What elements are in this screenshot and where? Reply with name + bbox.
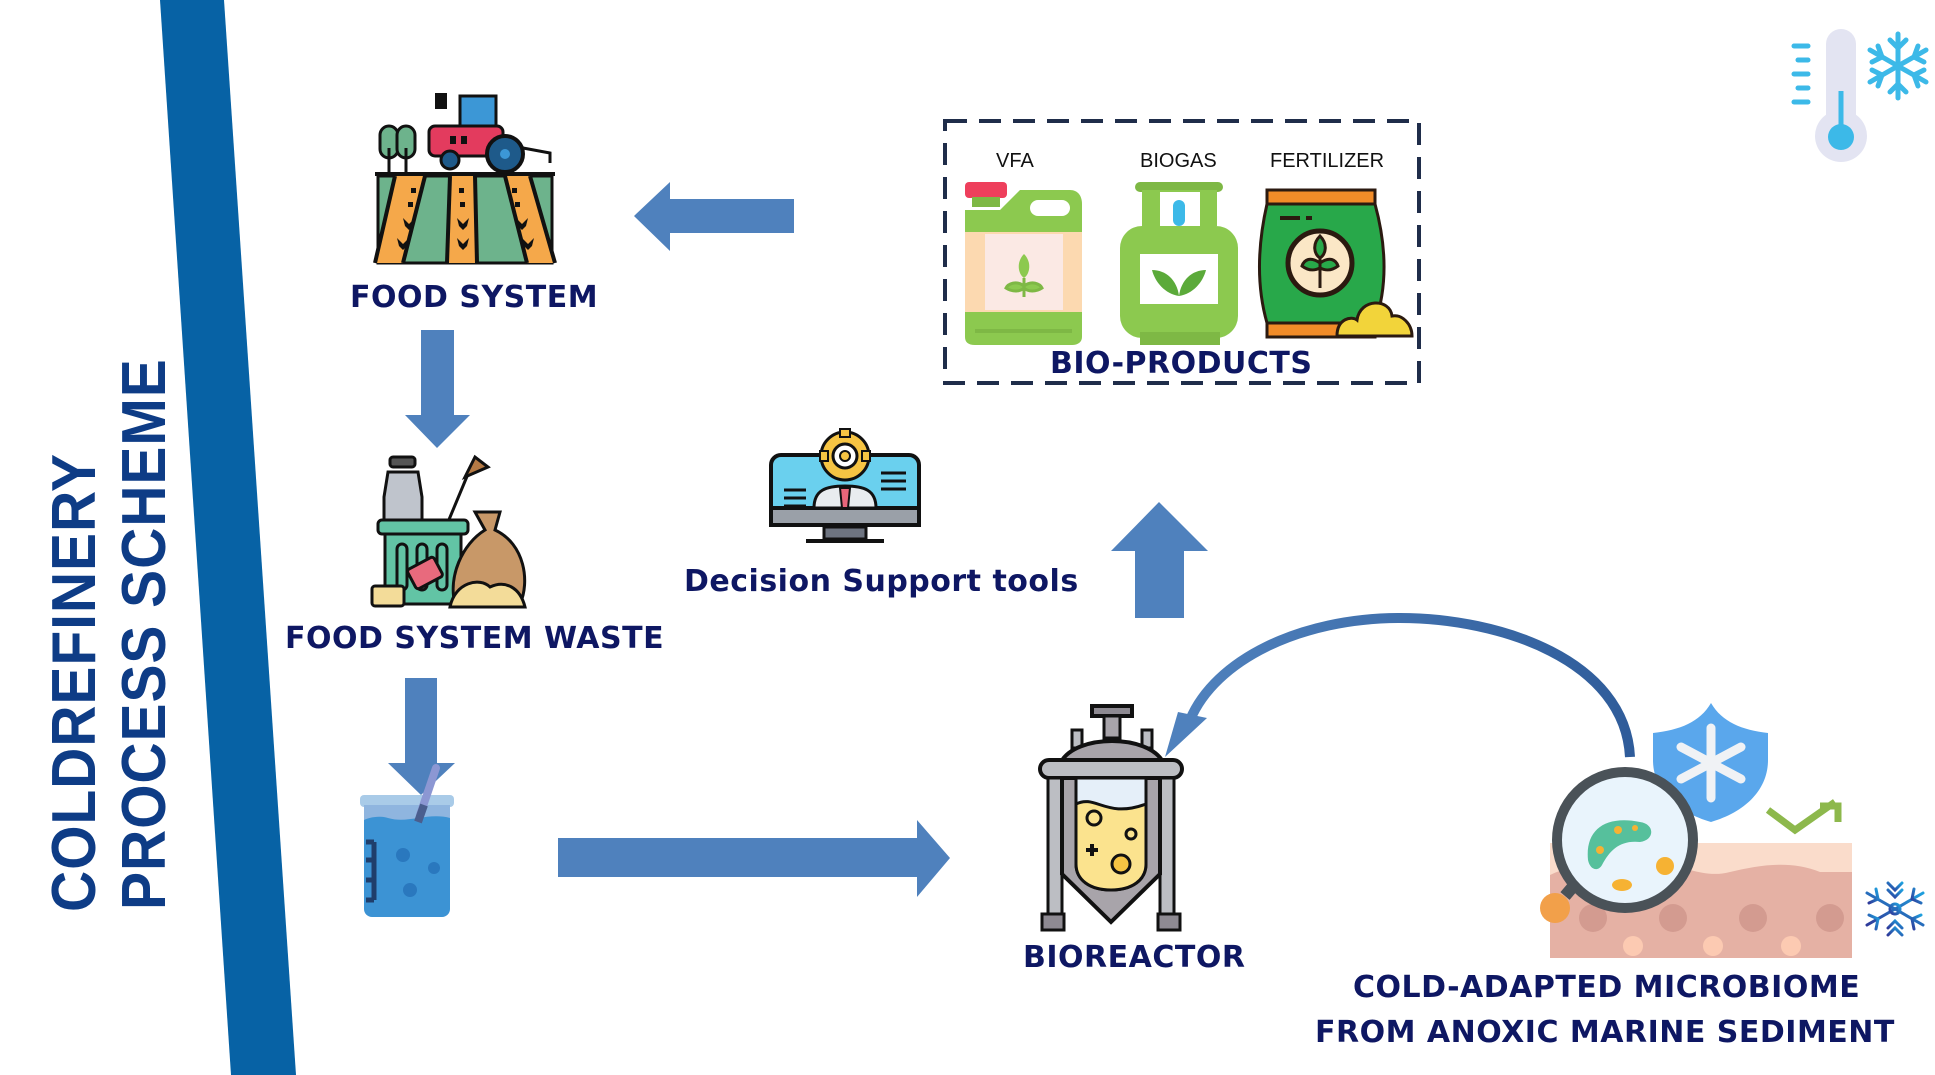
magnifier-bacteria-sediment-icon — [1540, 703, 1852, 958]
arrow-down-1 — [405, 330, 470, 448]
food-system-waste-label: FOOD SYSTEM WASTE — [285, 621, 665, 656]
thermometer-snowflake-icon — [1791, 29, 1929, 162]
decision-support-label[interactable]: Decision Support tools — [684, 564, 1079, 599]
arrow-curved-head — [1165, 712, 1207, 757]
fertilizer-bag-icon — [1258, 188, 1414, 339]
bio-products-box — [943, 119, 1421, 385]
snowflake-icon — [1865, 875, 1925, 943]
food-system-label: FOOD SYSTEM — [350, 280, 599, 315]
biogas-label: BIOGAS — [1140, 150, 1217, 172]
bio-products-label: BIO-PRODUCTS — [1050, 346, 1313, 381]
jerrycan-icon — [965, 182, 1082, 345]
bioreactor-tank-icon — [1038, 704, 1184, 932]
arrow-right — [558, 820, 950, 897]
fertilizer-label: FERTILIZER — [1270, 150, 1385, 172]
microbiome-label-line-2: FROM ANOXIC MARINE SEDIMENT — [1315, 1015, 1895, 1050]
bioreactor-label: BIOREACTOR — [1023, 940, 1246, 975]
arrow-left — [634, 182, 794, 251]
arrow-up — [1111, 502, 1208, 618]
tractor-farm-icon — [373, 93, 557, 265]
vfa-label: VFA — [996, 150, 1034, 172]
monitor-gear-person-icon — [769, 428, 921, 543]
arrow-curved — [1185, 612, 1635, 758]
microbiome-label-line-1: COLD-ADAPTED MICROBIOME — [1353, 970, 1861, 1005]
gas-cylinder-icon — [1120, 182, 1238, 345]
food-waste-bin-icon — [370, 454, 527, 609]
beaker-slurry-icon — [360, 764, 454, 917]
